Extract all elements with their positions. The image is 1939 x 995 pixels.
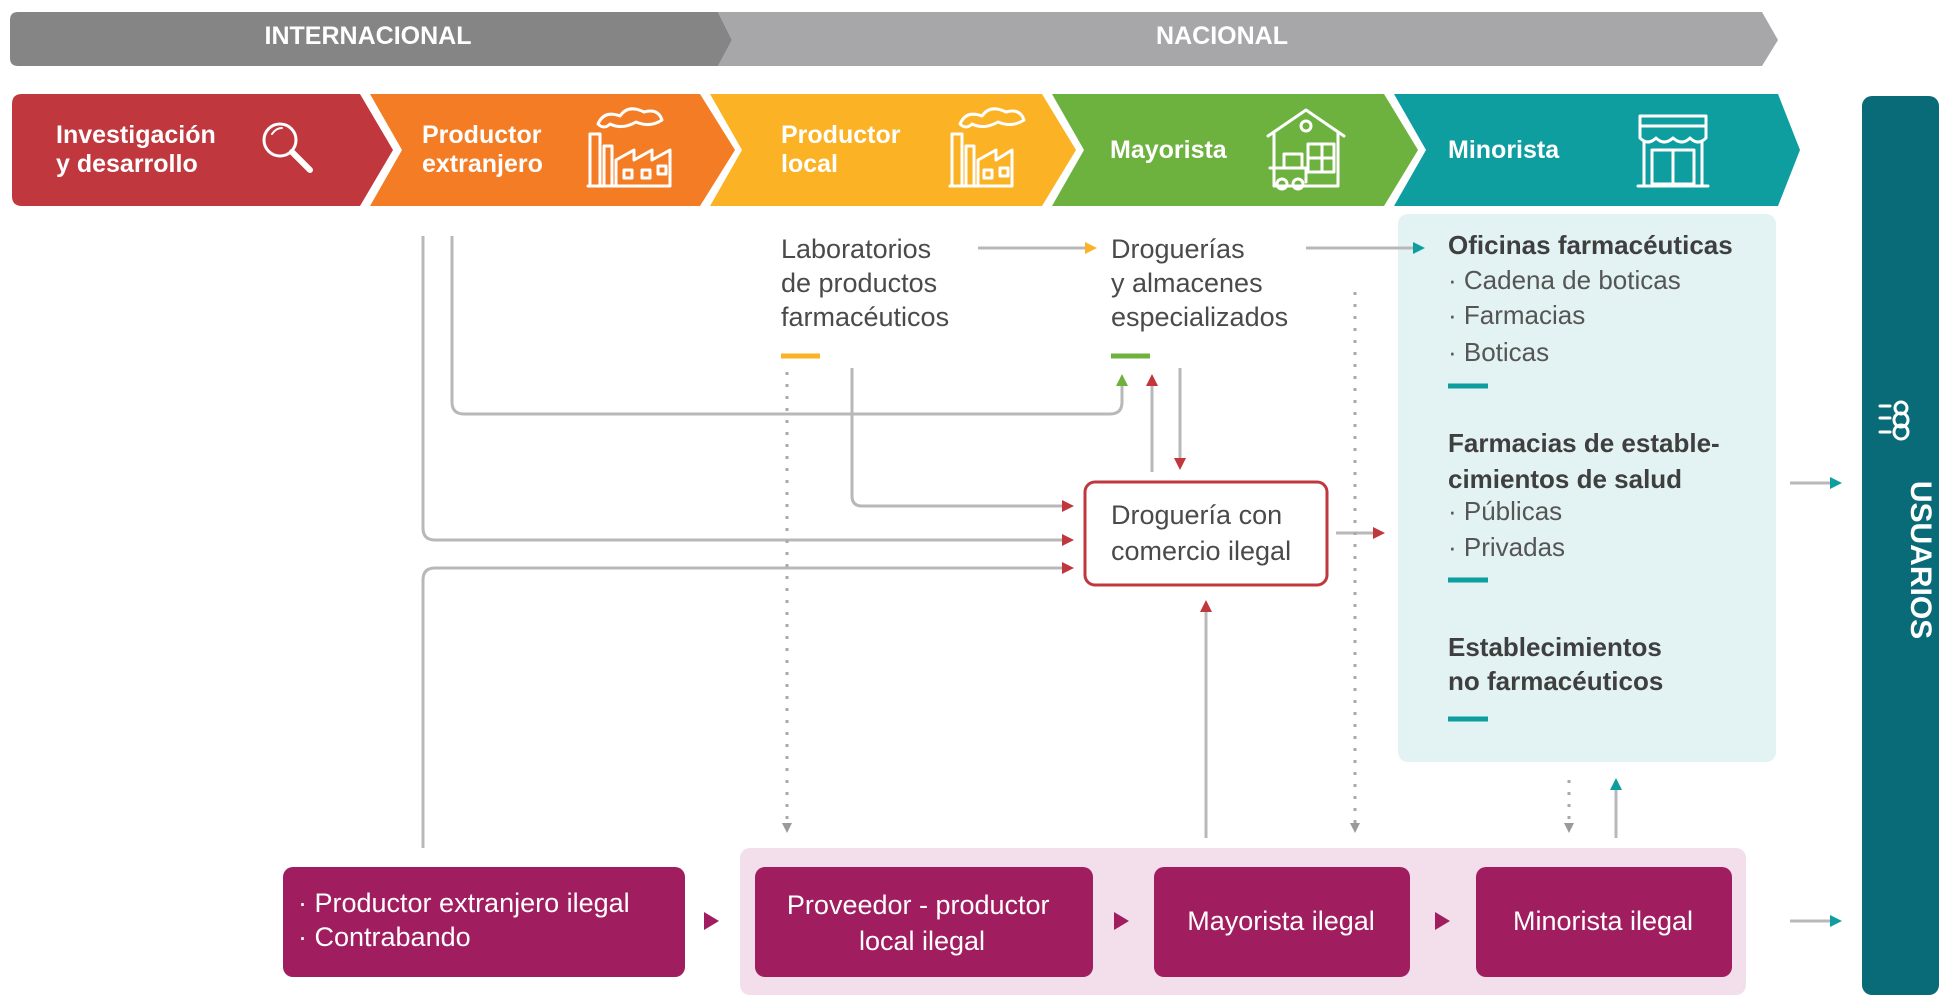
retail-group2-title: Farmacias de estable- cimientos de salud	[1448, 428, 1727, 494]
connectors	[421, 236, 1842, 927]
chain-arrow-3	[1435, 912, 1450, 930]
retail-group3-title: Establecimientos no farmacéuticos	[1448, 632, 1669, 696]
stage-foreign-producer: Productor extranjero	[370, 94, 735, 206]
illegal-foreign-box: · Productor extranjero ilegal · Contraba…	[283, 867, 685, 977]
illegal-drugstore-box: Droguería con comercio ilegal	[1083, 480, 1329, 587]
illegal-wholesaler-label: Mayorista ilegal	[1187, 906, 1375, 936]
illegal-foreign-label: · Productor extranjero ilegal · Contraba…	[298, 888, 637, 952]
band-international-label: INTERNACIONAL	[265, 22, 472, 50]
illegal-retailer-box: Minorista ilegal	[1476, 867, 1732, 977]
stage-research: Investigación y desarrollo	[12, 94, 393, 206]
users-label: USUARIOS	[1904, 481, 1937, 639]
droguerias-label: Droguerías y almacenes especializados	[1111, 234, 1288, 332]
factory-icon	[948, 107, 1026, 188]
people-icon	[1878, 400, 1910, 441]
band-national: NACIONAL	[718, 12, 1778, 66]
factory-icon	[586, 107, 672, 188]
labs-label: Laboratorios de productos farmacéuticos	[781, 234, 949, 332]
stage-local-producer: Productor local	[710, 94, 1076, 206]
illegal-drugstore-label: Droguería con comercio ilegal	[1111, 500, 1291, 566]
warehouse-icon	[1266, 108, 1346, 191]
stage-retailer: Minorista	[1394, 94, 1800, 206]
chain-arrow-2	[1114, 912, 1129, 930]
retail-group1-items: · Cadena de boticas · Farmacias · Botica…	[1448, 265, 1688, 367]
users-panel: USUARIOS	[1862, 96, 1939, 995]
retail-panel	[1398, 214, 1776, 762]
stage-retailer-label: Minorista	[1448, 136, 1560, 164]
band-international: INTERNACIONAL	[10, 12, 732, 66]
illegal-wholesaler-box: Mayorista ilegal	[1154, 867, 1410, 977]
stage-local-producer-label: Productor local	[781, 121, 907, 178]
storefront-icon	[1636, 114, 1710, 188]
illegal-local-producer-label: Proveedor - productor local ilegal	[787, 890, 1057, 956]
retail-group2-items: · Públicas · Privadas	[1448, 496, 1569, 562]
band-national-label: NACIONAL	[1156, 22, 1288, 50]
illegal-local-producer-box: Proveedor - productor local ilegal	[755, 867, 1093, 977]
illegal-retailer-label: Minorista ilegal	[1513, 906, 1693, 936]
stage-wholesaler: Mayorista	[1052, 94, 1418, 206]
stage-research-label: Investigación y desarrollo	[56, 121, 223, 178]
stage-foreign-producer-label: Productor extranjero	[422, 121, 548, 178]
magnifier-icon	[262, 122, 313, 173]
retail-group1-title: Oficinas farmacéuticas	[1448, 230, 1733, 260]
stage-wholesaler-label: Mayorista	[1110, 136, 1228, 164]
chain-arrow-1	[704, 912, 719, 930]
